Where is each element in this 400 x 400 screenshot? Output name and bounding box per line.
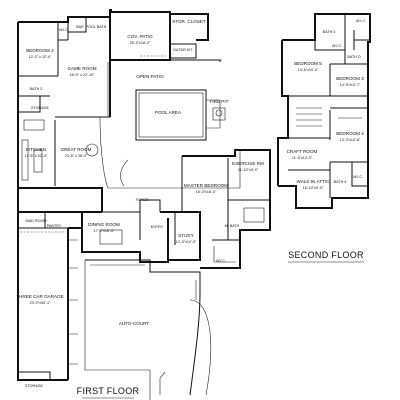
room-bedroom3-name: BEDROOM 3 (336, 76, 364, 81)
room-bath3-name: BATH 3 (323, 30, 336, 34)
room-wic-sf3-name: W.I.C. (353, 175, 363, 179)
room-bedroom5-dims: 13'-6"x10'-0" (298, 68, 319, 72)
room-outdr-kit-name: OUTDR KIT. (173, 48, 194, 52)
room-fire-pit-name: FIRE PIT (210, 99, 229, 104)
second-floor-title: SECOND FLOOR (288, 250, 364, 260)
room-bath2-name: BATH 2 (30, 87, 43, 91)
room-pool-area-name: POOL AREA (155, 110, 182, 115)
room-three-car-garage-name: THREE CAR GARAGE (16, 294, 63, 299)
room-craft-room-name: CRAFT ROOM (287, 149, 318, 154)
room-cov-patio-dims: 25'-0"x18'-2" (130, 41, 151, 45)
room-storage-2-name: STORAGE (25, 384, 44, 388)
room-wic-1-name: W.I.C. (59, 28, 69, 32)
room-bar-name: BAR (76, 25, 84, 29)
room-study-dims: 12'-0"x12'-0" (176, 240, 197, 244)
room-open-patio-name: OPEN PATIO (136, 74, 164, 79)
first-floor-walls (17, 9, 271, 381)
room-bedroom4-name: BEDROOM 4 (336, 131, 364, 136)
room-kitchen-dims: 11'-8" x 22'-4" (25, 154, 48, 158)
room-m-bath-name: M. BATH (225, 224, 240, 228)
first-floor-title: FIRST FLOOR (77, 386, 140, 396)
room-pool-bath-name: POOL BATH (86, 25, 107, 29)
room-walk-in-attic-dims: 16'-10"x9'-0" (303, 186, 324, 190)
auto-court-drawing (84, 259, 211, 400)
first-floor-fixtures (20, 55, 265, 263)
room-exercise-rm-dims: 11'-10"x9'-0" (238, 168, 259, 172)
room-master-bedroom-dims: 16'-0"x16'-0" (196, 190, 217, 194)
room-entry-name: ENTRY (151, 225, 164, 229)
room-kitchen-name: KITCHEN (26, 147, 46, 152)
room-bath4-name: BATH 4 (334, 180, 347, 184)
room-bath-d-name: BATH D (347, 55, 361, 59)
pool-area-drawing (99, 59, 241, 189)
room-mud-room-name: MUD ROOM (26, 219, 47, 223)
room-cov-patio-name: COV. PATIO (127, 34, 153, 39)
second-floor-walls (277, 13, 371, 209)
room-stor-closet-name: STOR. CLOSET (172, 19, 206, 24)
room-bedroom2-name: BEDROOM 2 (26, 48, 54, 53)
room-pantry-name: PANTRY (47, 224, 62, 228)
room-walk-in-attic-name: WALK-IN ATTIC (297, 179, 331, 184)
room-dining-room-name: DINING ROOM (88, 222, 120, 227)
room-craft-room-dims: 11'-5"x12'-0" (292, 156, 313, 160)
room-dining-room-dims: 17'-0"x16'-0" (94, 229, 115, 233)
room-bedroom2-dims: 12'-3" x 12'-0" (29, 55, 52, 59)
room-wic-2-name: W.I.C. (216, 259, 226, 263)
room-wic-sf1-name: W.I.C. (332, 44, 342, 48)
room-great-room-dims: 23'-6" x 28'-0" (65, 154, 88, 158)
room-great-room-name: GREAT ROOM (61, 147, 92, 152)
room-study-name: STUDY (178, 233, 194, 238)
room-bedroom4-dims: 13'-3"x14'-8" (340, 138, 361, 142)
room-storage-1-name: STORAGE (31, 106, 50, 110)
room-wic-sf2-name: W.I.C. (356, 19, 366, 23)
room-bedroom3-dims: 14'-9"x13'-7" (340, 83, 361, 87)
room-master-bedroom-name: MASTER BEDROOM (184, 183, 228, 188)
room-game-room-name: GAME ROOM (67, 66, 96, 71)
room-auto-court-name: AUTO-COURT (119, 321, 150, 326)
room-foyer-name: FOYER (136, 198, 149, 202)
room-game-room-dims: 16'-0" x 22'-10" (70, 73, 95, 77)
room-three-car-garage-dims: 23'-0"x40'-1" (30, 301, 51, 305)
room-bedroom5-name: BEDROOM 5 (294, 61, 322, 66)
room-exercise-rm-name: EXERCISE RM (232, 161, 264, 166)
